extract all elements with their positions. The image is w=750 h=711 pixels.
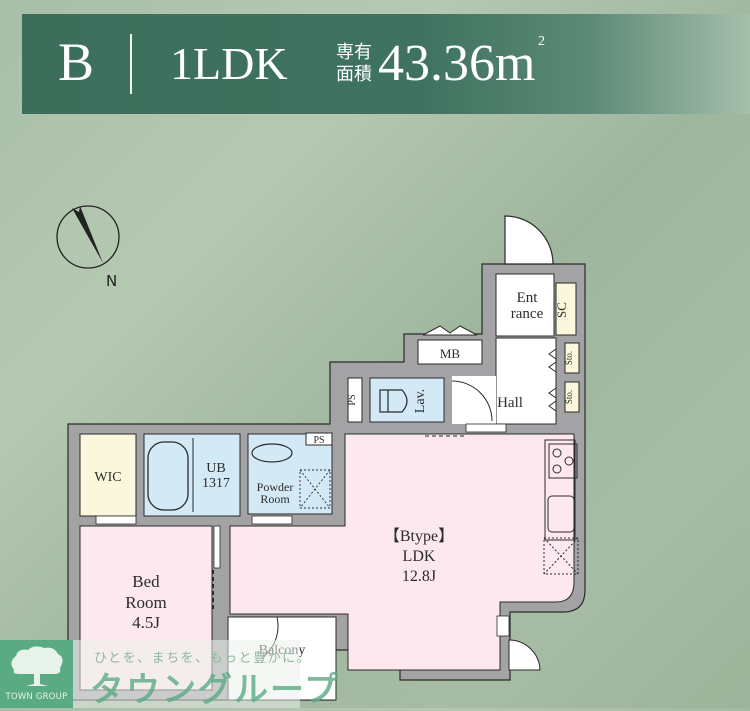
label-shoe-cabinet: SC	[554, 302, 569, 318]
stove-icon	[548, 443, 578, 479]
room-ldk	[229, 433, 575, 671]
room-wic	[79, 433, 137, 517]
pipe-space-2	[305, 432, 333, 446]
label-wic: WIC	[94, 470, 121, 485]
kitchen-sink-icon	[547, 495, 575, 533]
storage-1	[564, 342, 580, 374]
label-bedroom-2: Room	[125, 593, 167, 612]
header-divider	[130, 34, 132, 94]
label-ldk-size: 12.8J	[402, 568, 436, 585]
label-ldk-type: 【Btype】	[384, 528, 454, 545]
plan-header-banner: B 1LDK 専有 面積 43.36m 2	[22, 14, 750, 114]
label-powder-room-2: Room	[260, 492, 290, 506]
label-powder-room-1: Powder	[257, 480, 294, 494]
label-unit-bath-2: 1317	[202, 476, 230, 491]
area-value: 43.36m	[378, 35, 536, 92]
label-meter-box: MB	[440, 346, 461, 361]
brand-name-en: TOWN GROUP	[5, 692, 68, 702]
label-bedroom-size: 4.5J	[132, 613, 160, 632]
room-powder	[247, 433, 333, 515]
label-bedroom-1: Bed	[132, 572, 160, 591]
brand-logo: TOWN GROUP	[0, 640, 73, 708]
kitchen-counter	[543, 439, 579, 575]
label-entrance-1: Ent	[517, 290, 539, 306]
label-unit-bath-1: UB	[206, 461, 225, 476]
compass-icon: N	[56, 205, 120, 290]
label-storage-2: Sto.	[564, 390, 574, 404]
area-label: 専有 面積	[336, 42, 372, 85]
unit-type: B	[58, 32, 95, 92]
label-storage-1: Sto.	[564, 351, 574, 365]
washer-space-icon	[299, 469, 331, 509]
label-hall: Hall	[497, 395, 523, 411]
label-pipe-space-2: PS	[313, 435, 324, 446]
bathtub-icon	[147, 441, 189, 511]
sink-icon	[251, 443, 293, 463]
room-unit-bath	[143, 433, 241, 517]
brand-name-jp: タウングループ	[90, 670, 340, 710]
layout-type: 1LDK	[170, 38, 288, 89]
label-lavatory: Lav.	[413, 389, 428, 413]
room-hall	[495, 337, 557, 425]
hall-door[interactable]	[451, 380, 493, 422]
entrance-door[interactable]	[504, 215, 554, 265]
pipe-space-1	[347, 377, 363, 423]
toilet-icon	[379, 389, 408, 413]
meter-box	[417, 339, 483, 365]
brand-slogan: ひとを、まちを、もっと豊かに。	[94, 651, 312, 666]
tree-icon	[11, 646, 63, 686]
label-entrance-2: rance	[511, 306, 544, 322]
room-shoe-cabinet	[555, 282, 577, 336]
area-unit-superscript: 2	[538, 34, 545, 49]
storage-2	[564, 381, 580, 413]
compass-north-label: N	[106, 272, 117, 290]
room-entrance	[495, 273, 555, 337]
label-pipe-space-1: PS	[347, 394, 358, 405]
service-door[interactable]	[508, 639, 541, 671]
label-ldk-name: LDK	[403, 548, 436, 565]
brand-overlay	[73, 640, 300, 708]
